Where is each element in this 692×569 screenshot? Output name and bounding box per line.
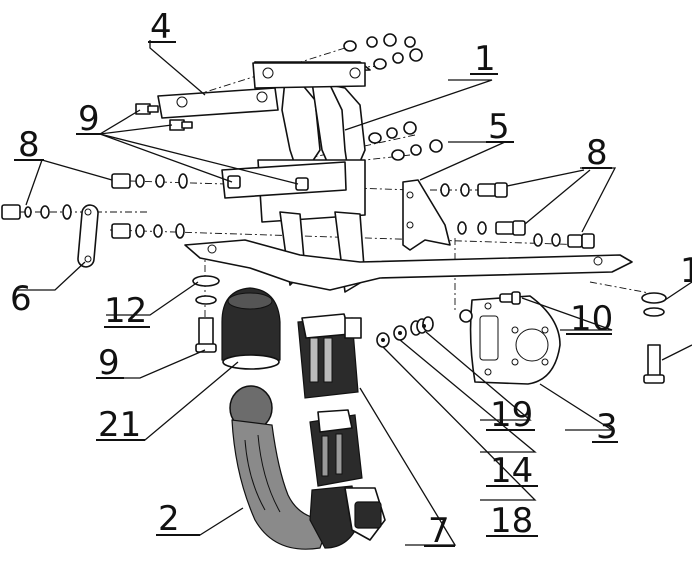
callout-6: 6 xyxy=(10,279,32,319)
callout-8-right: 8 xyxy=(586,133,608,173)
part-6-link-strap xyxy=(77,204,99,268)
fastener-set-top xyxy=(343,33,443,161)
callout-21: 21 xyxy=(98,405,141,445)
part-7-socket-housing xyxy=(297,313,362,399)
callout-19: 19 xyxy=(490,395,533,435)
bolts-9-upper xyxy=(135,103,309,191)
callout-2: 2 xyxy=(158,499,180,539)
callout-12: 12 xyxy=(104,291,147,331)
part-18-washer xyxy=(393,325,407,341)
part-19-spring xyxy=(410,316,434,336)
callout-8-left: 8 xyxy=(18,125,40,165)
callout-labels: 4 1 5 9 8 8 6 12 9 21 2 7 18 14 19 3 10 … xyxy=(10,7,692,551)
callout-5: 5 xyxy=(488,107,510,147)
callout-3: 3 xyxy=(596,407,618,447)
callout-right-edge-partial: 1 xyxy=(680,251,692,291)
callout-10: 10 xyxy=(570,299,613,339)
callout-18: 18 xyxy=(490,501,533,541)
callout-9-lower: 9 xyxy=(98,343,120,383)
bolts-8-right xyxy=(440,182,595,249)
coupling-mechanism xyxy=(309,409,386,549)
part-14-washer xyxy=(376,332,390,348)
part-12-washer xyxy=(192,275,220,305)
callout-14: 14 xyxy=(490,451,533,491)
part-2-towball-arm xyxy=(229,385,331,550)
callout-4: 4 xyxy=(150,7,172,47)
part-2-cross-beam xyxy=(184,239,633,291)
part-3-mounting-plate xyxy=(469,295,561,385)
part-21-ball-cap xyxy=(221,287,281,370)
callout-7: 7 xyxy=(428,511,450,551)
part-10-screws xyxy=(459,291,521,323)
part-9-lower-bolt xyxy=(195,317,217,353)
bolts-8-left xyxy=(1,173,188,239)
part-5-side-bracket xyxy=(402,179,451,251)
callout-9-upper: 9 xyxy=(78,99,100,139)
callout-1: 1 xyxy=(474,39,496,79)
hardware-right-edge xyxy=(641,292,667,384)
